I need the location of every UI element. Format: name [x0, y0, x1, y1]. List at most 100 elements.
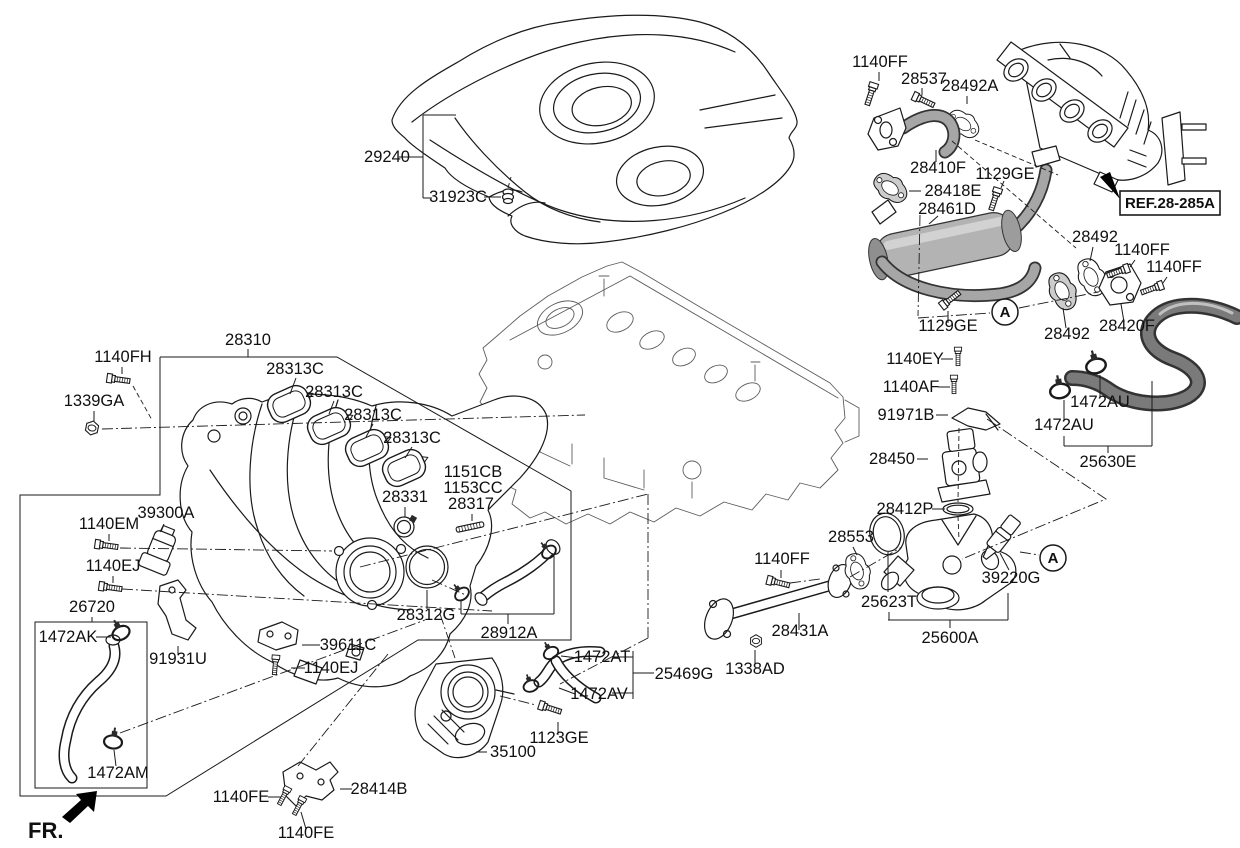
cover-bracket-lines — [399, 114, 501, 199]
gasket-28492-shaded — [1042, 267, 1084, 315]
oring-25623t — [869, 512, 905, 556]
bolt-1129ge-top — [986, 186, 1004, 212]
label-28313c-2: 28313C — [305, 383, 363, 401]
fr-arrow-icon — [62, 791, 97, 823]
temp-sensor-39220g — [982, 514, 1021, 560]
label-28410f: 28410F — [910, 159, 966, 177]
grommet-31923c — [501, 188, 515, 205]
egr-pipe-28410f — [867, 107, 961, 159]
hose-28912a — [474, 539, 561, 606]
label-1129ge-lower: 1129GE — [918, 317, 977, 335]
bolt-1140ff-top — [862, 81, 880, 107]
label-1338ad: 1338AD — [725, 660, 785, 678]
grouping-brackets — [460, 381, 1153, 699]
clamp-28331 — [393, 514, 418, 538]
ref-label: REF.28-285A — [1125, 195, 1215, 212]
bolt-1140ej-left — [97, 580, 123, 595]
bolt-1140ff-pipe — [765, 574, 791, 591]
label-35100: 35100 — [490, 743, 536, 761]
cover-recess-small — [615, 145, 705, 207]
part-number-labels: 29240 31923C 28310 28313C 28313C 28313C … — [39, 53, 1202, 842]
label-1123ge: 1123GE — [529, 729, 588, 747]
label-1140ej-1: 1140EJ — [86, 557, 141, 575]
detail-marker-a2-label: A — [1048, 550, 1059, 567]
bolt-1140ey — [953, 346, 963, 367]
label-1472ak: 1472AK — [39, 628, 98, 646]
bolt-1140af — [949, 374, 959, 395]
gasket-28418e — [868, 166, 914, 209]
bracket-39611c — [257, 621, 299, 651]
label-28313c-1: 28313C — [266, 360, 324, 378]
clamp-1472am — [102, 725, 126, 751]
bracket-28414b — [282, 761, 339, 807]
label-39220g: 39220G — [982, 569, 1041, 587]
label-1472at: 1472AT — [574, 648, 631, 666]
detail-marker-a1: A — [991, 298, 1019, 326]
label-39611c: 39611C — [320, 636, 377, 654]
bolt-1140em — [93, 538, 119, 553]
label-28310: 28310 — [225, 331, 271, 349]
label-1151cb: 1151CB — [444, 463, 502, 481]
water-pipe-28431a — [704, 563, 853, 640]
label-1472av: 1472AV — [570, 685, 628, 703]
label-1339ga: 1339GA — [64, 392, 125, 410]
map-sensor-39300a — [138, 524, 177, 576]
clamp-1472av — [518, 670, 542, 695]
label-1153cc: 1153CC — [443, 479, 502, 497]
grommet-leader — [507, 176, 512, 189]
label-28537: 28537 — [901, 70, 947, 88]
label-28412p: 28412P — [877, 500, 934, 518]
label-39300a: 39300A — [138, 504, 195, 522]
label-1140fe-1: 1140FE — [213, 788, 270, 806]
label-28450: 28450 — [869, 450, 915, 468]
nut-1338ad — [750, 634, 762, 648]
label-1140ej-2: 1140EJ — [304, 659, 359, 677]
label-25630e: 25630E — [1080, 453, 1137, 471]
label-28492-upper: 28492 — [1072, 228, 1118, 246]
ref-arrow-icon — [1100, 172, 1120, 199]
label-1472au-1: 1472AU — [1070, 393, 1130, 411]
label-28414b: 28414B — [351, 780, 408, 798]
throttle-body-35100 — [414, 657, 515, 759]
oring-28312g — [405, 545, 449, 589]
egr-cooler-28461d — [868, 145, 1061, 303]
label-31923c: 31923C — [429, 188, 487, 206]
label-25623t: 25623T — [861, 593, 917, 611]
label-1140ff-top: 1140FF — [852, 53, 908, 71]
label-1140em: 1140EM — [79, 515, 139, 533]
bolt-1140fh — [105, 372, 131, 387]
cover-recess-large — [539, 61, 655, 145]
label-1140ff-pipe: 1140FF — [754, 550, 810, 568]
label-29240: 29240 — [364, 148, 410, 166]
label-1472au-2: 1472AU — [1034, 416, 1094, 434]
label-26720: 26720 — [69, 598, 115, 616]
label-1472am: 1472AM — [87, 764, 148, 782]
engine-cover-sketch — [391, 14, 798, 245]
label-28313c-4: 28313C — [383, 429, 441, 447]
label-28431a: 28431A — [772, 622, 829, 640]
detail-marker-a2: A — [1039, 544, 1067, 572]
cylinder-head-sketch — [478, 261, 860, 525]
oring-28412p — [942, 502, 974, 516]
label-28418e: 28418E — [925, 182, 982, 200]
bolt-1140ff-flange2 — [1139, 279, 1166, 298]
manifold-group-boundary — [19, 349, 572, 797]
detail-marker-a1-label: A — [1000, 304, 1011, 321]
label-28317: 28317 — [448, 495, 494, 513]
label-1140af: 1140AF — [883, 378, 940, 396]
exhaust-ports — [1003, 58, 1113, 143]
label-25469g: 25469G — [655, 665, 714, 683]
intake-manifold-sketch — [179, 393, 549, 688]
label-28331: 28331 — [382, 488, 428, 506]
hose-26720-box — [34, 621, 148, 789]
label-1140ey: 1140EY — [886, 350, 944, 368]
hose-25469g — [533, 646, 606, 704]
label-1140ff-f1: 1140FF — [1114, 241, 1170, 259]
label-91931u: 91931U — [149, 650, 207, 668]
label-91971b: 91971B — [878, 406, 935, 424]
label-28461d: 28461D — [918, 200, 976, 218]
bracket-91931u — [157, 579, 197, 641]
bolt-1123ge — [537, 699, 563, 717]
nut-1339ga — [84, 419, 100, 437]
